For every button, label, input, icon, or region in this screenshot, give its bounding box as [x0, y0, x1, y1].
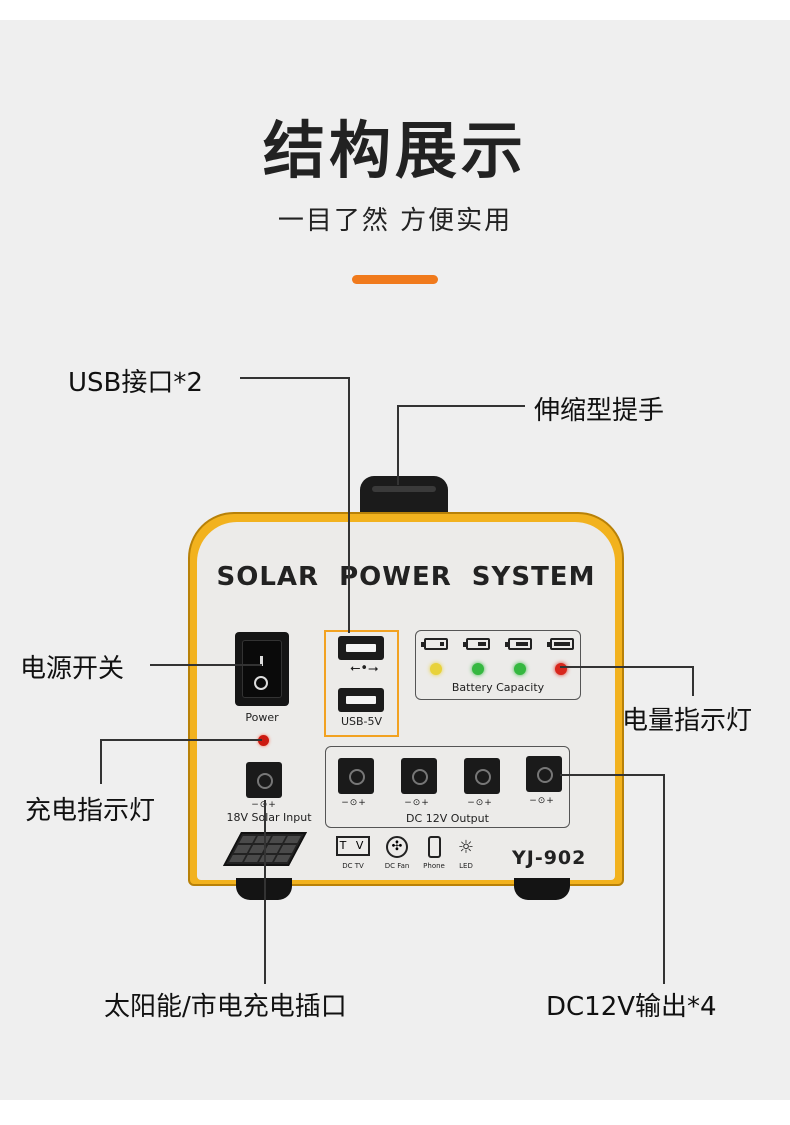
- usb-callout-line-v: [348, 377, 350, 633]
- usb-port-2: [338, 688, 384, 712]
- callout-battery-indicator: 电量指示灯: [622, 706, 753, 736]
- accent-divider: [352, 275, 438, 284]
- power-callout-line: [150, 664, 262, 666]
- switch-on-mark: [260, 656, 263, 666]
- handle-callout-line-v: [397, 405, 399, 485]
- bulb-icon: ☼: [457, 837, 475, 858]
- battery-callout-line-v: [692, 666, 694, 696]
- fan-label: DC Fan: [384, 862, 410, 870]
- battery-capacity-label: Battery Capacity: [451, 681, 545, 694]
- battery-led-4: [555, 663, 567, 675]
- battery-capacity-panel: [415, 630, 581, 700]
- dc-output-jack-4: [526, 756, 562, 792]
- switch-off-mark: [254, 676, 268, 690]
- usb-callout-line-h: [240, 377, 350, 379]
- phone-icon: [428, 836, 441, 858]
- handle-grip: [372, 486, 436, 492]
- battery-25-icon: [421, 638, 448, 650]
- callout-dc-output: DC12V输出*4: [546, 992, 717, 1022]
- dc-output-polarity-2: −⊙+: [404, 798, 430, 808]
- solar-input-label: 18V Solar Input: [226, 811, 312, 824]
- fan-icon: ✣: [386, 836, 408, 858]
- led-label: LED: [459, 862, 473, 870]
- battery-100-icon: [547, 638, 574, 650]
- tv-icon: T V: [336, 836, 370, 856]
- device-foot-right: [514, 878, 570, 900]
- dc-output-label: DC 12V Output: [406, 812, 489, 825]
- phone-label: Phone: [423, 862, 445, 870]
- callout-usb: USB接口*2: [68, 368, 203, 398]
- dc-output-panel: [325, 746, 570, 828]
- dc-output-polarity-1: −⊙+: [341, 798, 367, 808]
- battery-led-3: [514, 663, 526, 675]
- callout-charge-indicator: 充电指示灯: [25, 796, 156, 826]
- model-number: YJ-902: [512, 847, 587, 869]
- battery-75-icon: [505, 638, 532, 650]
- charge-callout-line-v: [100, 739, 102, 784]
- solar-input-jack: [246, 762, 282, 798]
- page-subtitle: 一目了然 方便实用: [277, 206, 513, 236]
- callout-solar-input: 太阳能/市电充电插口: [104, 992, 347, 1022]
- battery-led-1: [430, 663, 442, 675]
- power-label: Power: [245, 711, 279, 724]
- charge-callout-line-h: [100, 739, 262, 741]
- usb-icon: ⭠•⭢: [350, 661, 379, 676]
- tv-label: DC TV: [342, 862, 364, 870]
- dc-output-jack-1: [338, 758, 374, 794]
- callout-power-switch: 电源开关: [20, 654, 125, 684]
- dc-output-jack-3: [464, 758, 500, 794]
- dc-callout-line-h: [560, 774, 665, 776]
- solar-input-polarity: −⊙+: [244, 800, 284, 810]
- battery-callout-line-h: [560, 666, 694, 668]
- solar-callout-line: [264, 800, 266, 984]
- battery-led-2: [472, 663, 484, 675]
- dc-output-polarity-4: −⊙+: [529, 796, 555, 806]
- usb-label: USB-5V: [340, 715, 383, 728]
- page-title: 结构展示: [262, 114, 527, 187]
- handle-callout-line-h: [397, 405, 525, 407]
- battery-50-icon: [463, 638, 490, 650]
- usb-port-1: [338, 636, 384, 660]
- dc-callout-line-v: [663, 774, 665, 984]
- callout-handle: 伸缩型提手: [534, 396, 665, 426]
- usb-highlight-box: [324, 630, 399, 737]
- product-name: SOLAR POWER SYSTEM: [216, 562, 596, 592]
- dc-output-jack-2: [401, 758, 437, 794]
- charge-indicator-led: [258, 735, 269, 746]
- dc-output-polarity-3: −⊙+: [467, 798, 493, 808]
